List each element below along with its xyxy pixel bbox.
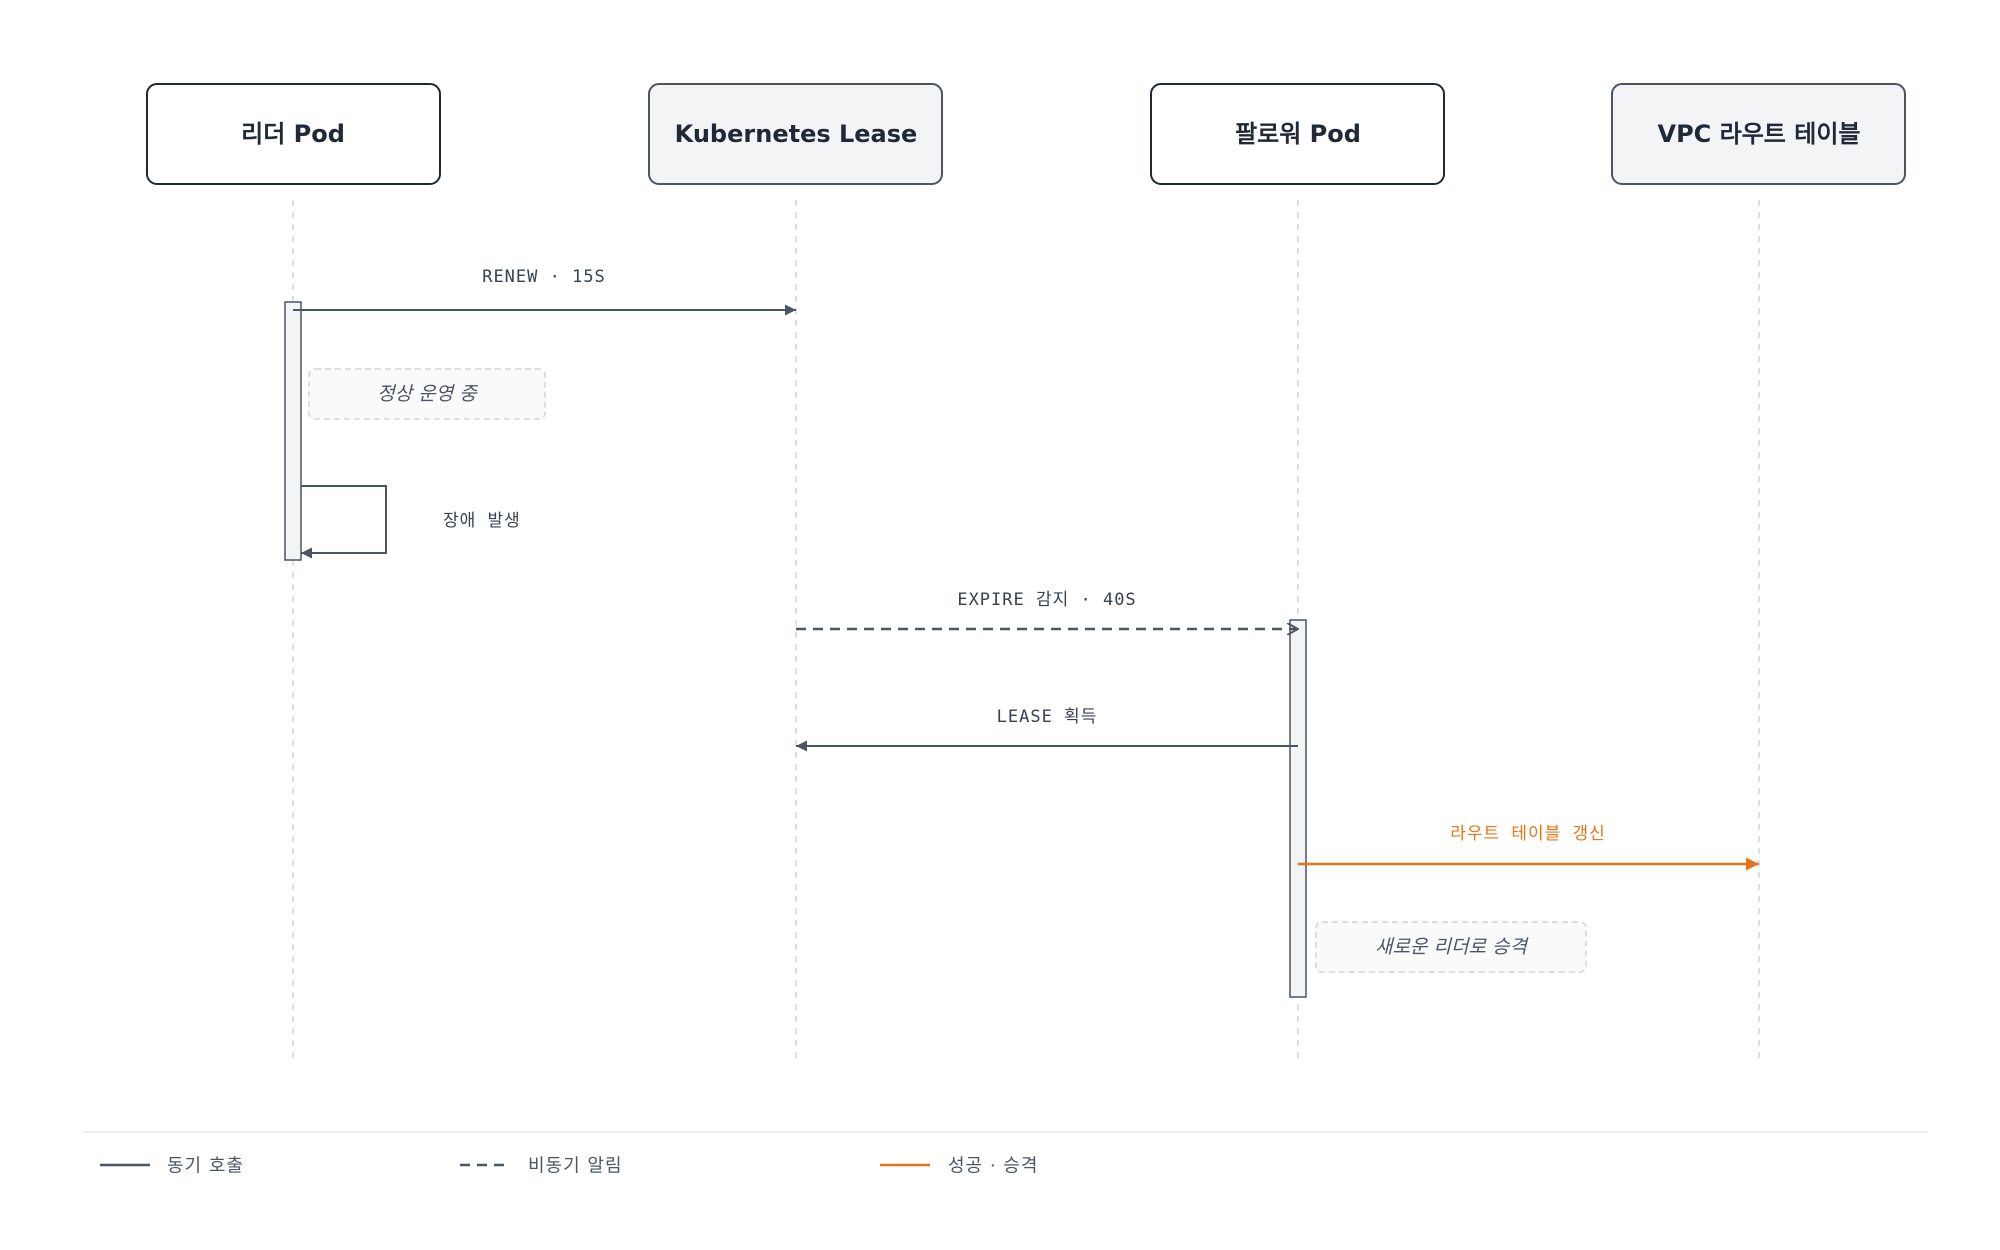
actor-vpc-route-table: VPC 라우트 테이블 [1611, 83, 1906, 185]
message-acquire-label: LEASE 획득 [997, 707, 1098, 727]
actor-leader-label: 리더 Pod [241, 120, 345, 148]
activation-follower [1289, 619, 1307, 998]
legend: 동기 호출 비동기 알림 성공 · 승격 [100, 1156, 1038, 1177]
note-normal-operation: 정상 운영 중 [308, 368, 546, 420]
note-normal-label: 정상 운영 중 [377, 383, 478, 405]
activation-leader [284, 301, 302, 561]
actor-vpc-label: VPC 라우트 테이블 [1658, 120, 1861, 148]
message-failure-self-arrow [301, 485, 387, 559]
actor-lease-label: Kubernetes Lease [675, 120, 918, 148]
note-promote-label: 새로운 리더로 승격 [1375, 936, 1529, 958]
actor-follower-pod: 팔로워 Pod [1150, 83, 1445, 185]
message-failure-label: 장애 발생 [443, 511, 521, 531]
legend-sync-label: 동기 호출 [167, 1156, 244, 1177]
note-promote: 새로운 리더로 승격 [1315, 921, 1587, 973]
legend-success-label: 성공 · 승격 [948, 1156, 1038, 1177]
legend-async-label: 비동기 알림 [528, 1156, 623, 1177]
message-route-update-label: 라우트 테이블 갱신 [1450, 824, 1606, 844]
message-expire-label: EXPIRE 감지 · 40S [957, 590, 1136, 610]
actor-follower-label: 팔로워 Pod [1235, 120, 1361, 148]
message-renew-label: RENEW · 15S [482, 267, 606, 287]
actor-leader-pod: 리더 Pod [146, 83, 441, 185]
actor-kubernetes-lease: Kubernetes Lease [648, 83, 943, 185]
